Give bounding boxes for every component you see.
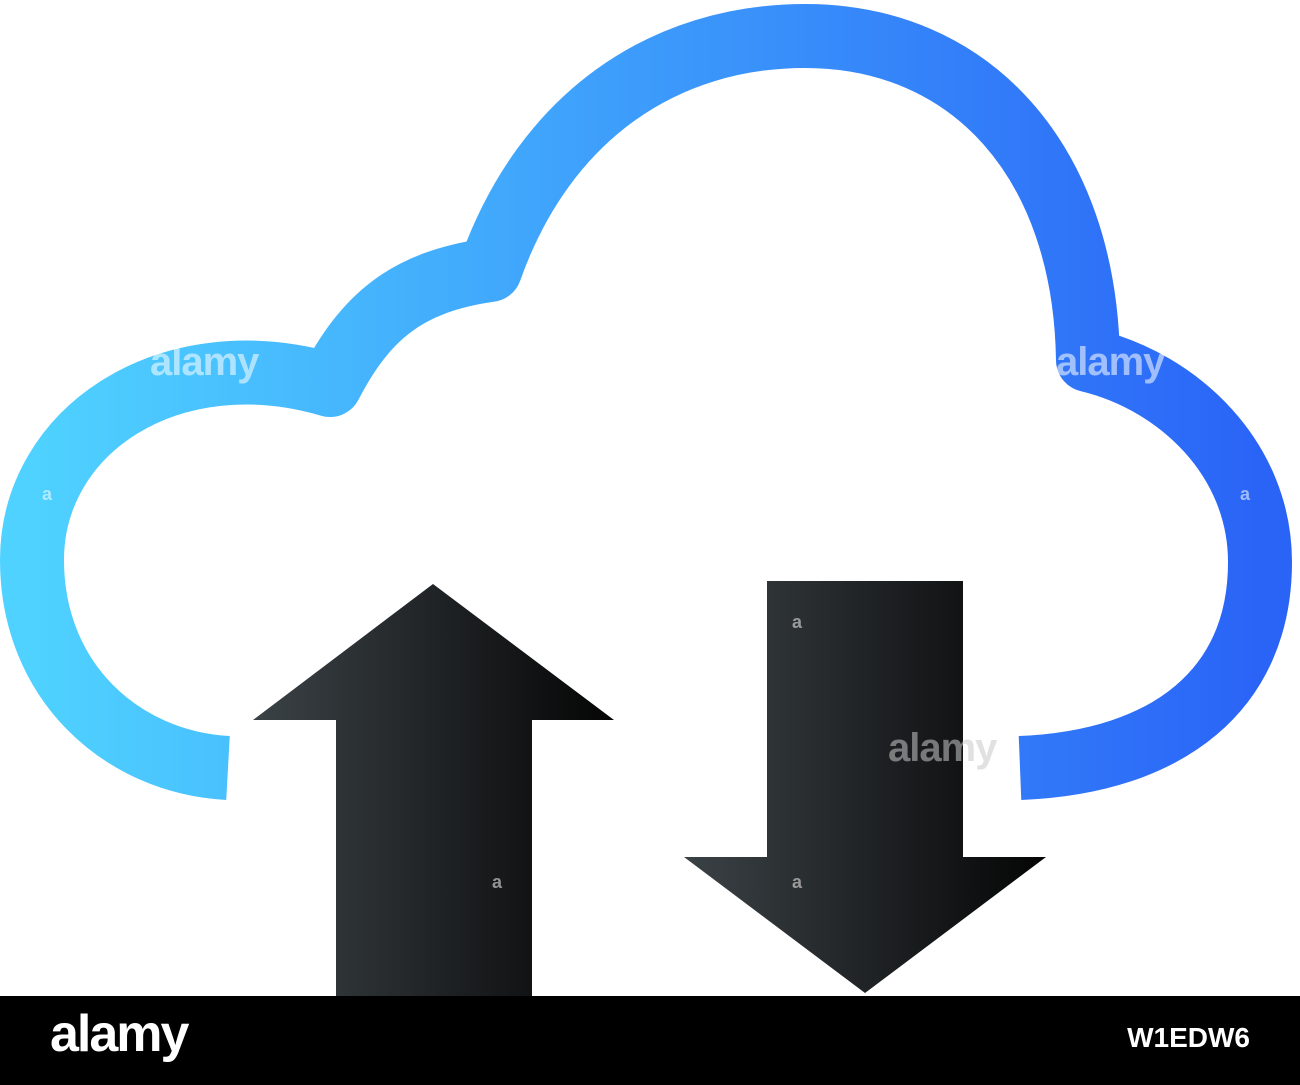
upload-arrow-icon [253, 584, 614, 996]
cloud-icon [0, 4, 1292, 800]
image-id: W1EDW6 [1127, 1022, 1250, 1053]
cloud-sync-illustration [0, 4, 1292, 996]
download-arrow-icon [684, 581, 1046, 993]
footer-bar: alamy W1EDW6 [0, 996, 1300, 1085]
alamy-logo: alamy [50, 1005, 189, 1063]
